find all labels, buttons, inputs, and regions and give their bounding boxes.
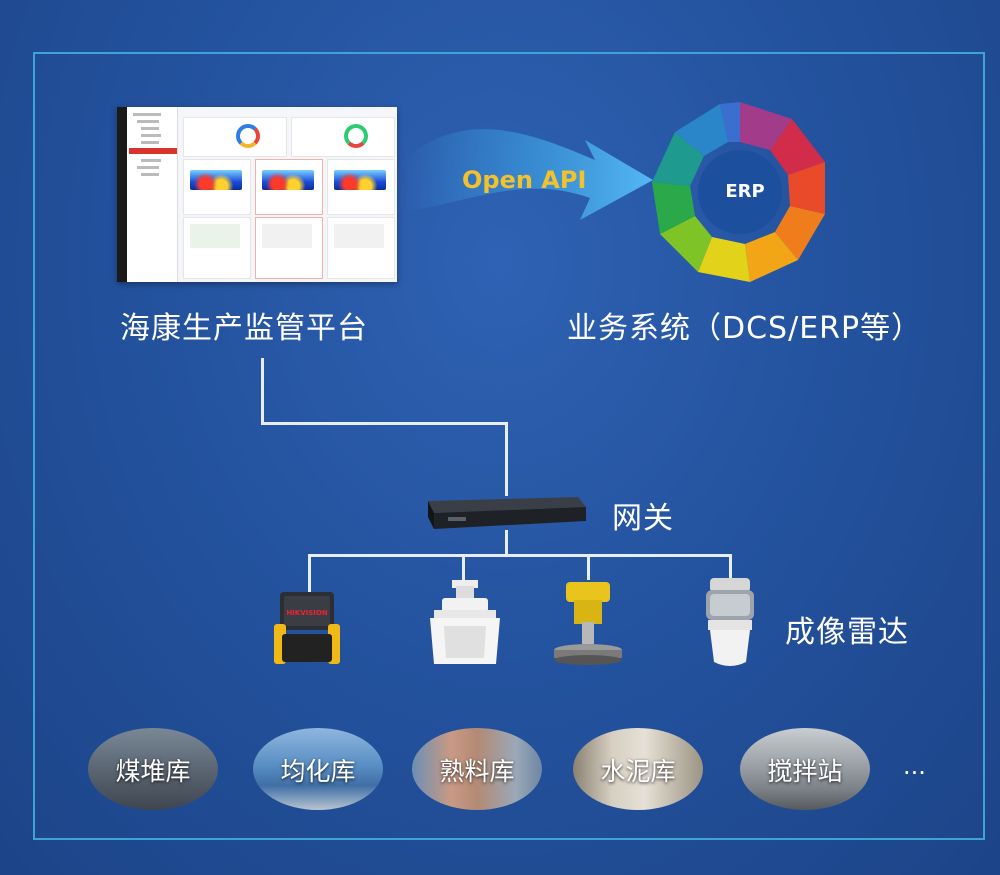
wire-drop-1 [308,554,311,592]
business-system-label: 业务系统（DCS/ERP等） [567,311,923,346]
site-homogenizing-store: 均化库 [253,728,383,810]
open-api-arrow [405,129,653,220]
site-label: 搅拌站 [767,757,843,786]
site-label: 煤堆库 [115,757,191,786]
wire-platform-down [261,358,264,424]
gateway-device [428,497,586,529]
site-label: 水泥库 [600,757,676,786]
more-sites-ellipsis: ... [903,752,926,780]
wire-gateway-down [505,530,508,556]
site-label: 熟料库 [439,757,515,786]
site-label: 均化库 [280,757,356,786]
sensor-brand-text: HIKVISION [286,609,328,617]
erp-label: ERP [725,181,765,202]
diagram-frame [33,52,985,840]
radar-sensor-3-icon [554,582,622,665]
gateway-label: 网关 [612,501,674,536]
platform-label: 海康生产监管平台 [120,311,368,346]
radar-sensor-1-icon: HIKVISION [274,592,340,664]
wire-horizontal-bus [308,554,732,557]
wire-drop-3 [587,554,590,580]
wire-horizontal-top [261,422,508,425]
open-api-label: Open API [462,166,587,194]
radar-label: 成像雷达 [785,615,909,650]
site-mixing-station: 搅拌站 [740,728,870,810]
radar-sensor-2-icon [430,580,500,664]
dashboard-screenshot [117,107,397,282]
site-clinker-store: 熟料库 [412,728,542,810]
wire-to-gateway [505,422,508,496]
radar-sensor-4-icon [706,578,754,666]
site-cement-silo: 水泥库 [573,728,703,810]
wire-drop-4 [729,554,732,580]
wire-drop-2 [462,554,465,580]
erp-wheel [652,102,825,282]
site-coal-yard: 煤堆库 [88,728,218,810]
